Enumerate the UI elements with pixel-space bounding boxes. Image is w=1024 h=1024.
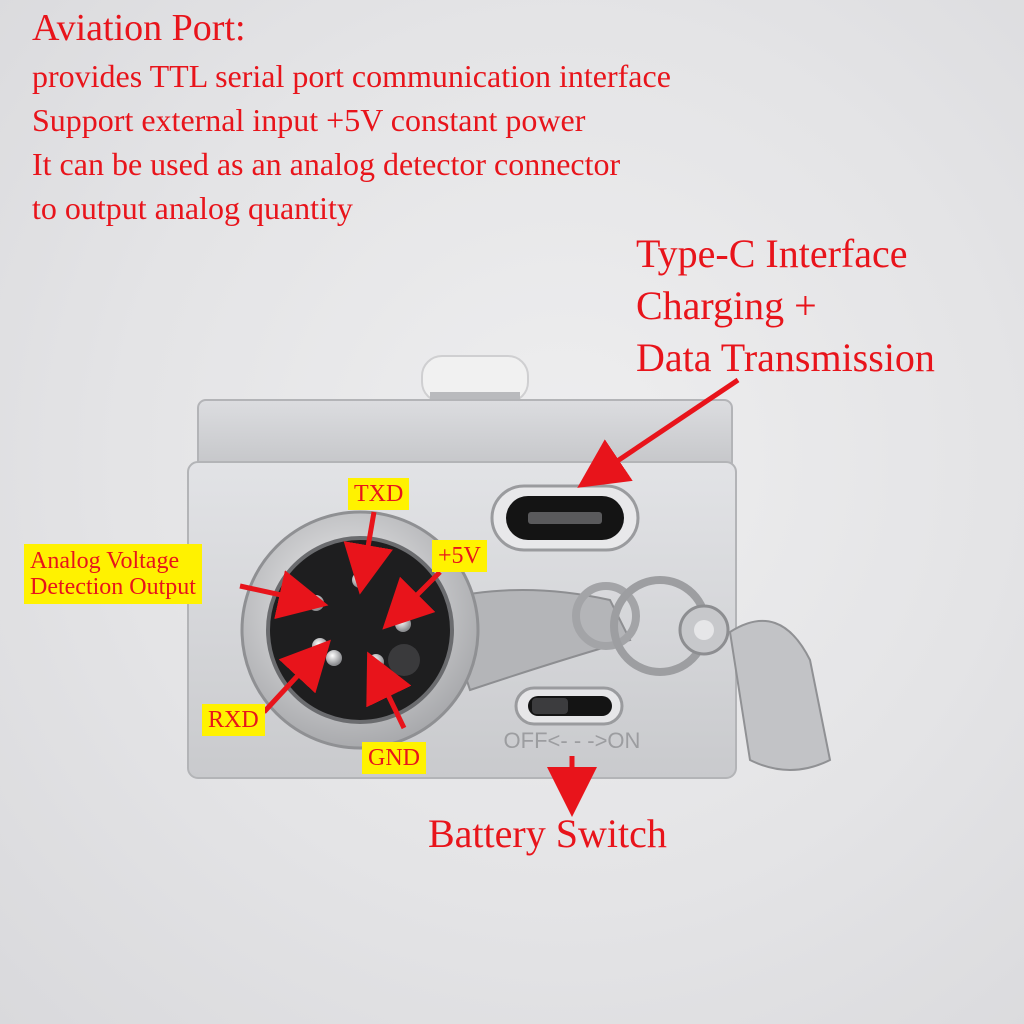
rxd-tag: RXD xyxy=(202,704,265,736)
battery-switch xyxy=(514,686,624,726)
aviation-port-title: Aviation Port: xyxy=(32,7,246,49)
txd-arrow xyxy=(343,511,393,595)
type-c-line-2: Charging + xyxy=(636,283,817,328)
aviation-port-description: provides TTL serial port communication i… xyxy=(32,54,671,230)
type-c-line-3: Data Transmission xyxy=(636,335,935,380)
plus5v-tag: +5V xyxy=(432,540,487,572)
aviation-port-line-1: provides TTL serial port communication i… xyxy=(32,58,671,94)
analog-output-tag: Analog Voltage Detection Output xyxy=(24,544,202,604)
type-c-annotation: Type-C Interface Charging + Data Transmi… xyxy=(636,228,935,384)
analog-tag-line-1: Analog Voltage xyxy=(30,548,180,574)
analog-tag-line-2: Detection Output xyxy=(30,574,196,600)
keychain xyxy=(438,576,832,771)
switch-engraving: OFF<- - ->ON xyxy=(504,728,641,753)
aviation-port-line-3: It can be used as an analog detector con… xyxy=(32,146,621,182)
type-c-arrow xyxy=(577,377,740,488)
annotation-arrows xyxy=(239,377,740,817)
gnd-tag: GND xyxy=(362,742,426,774)
aviation-port-line-4: to output analog quantity xyxy=(32,190,353,226)
battery-switch-label: Battery Switch xyxy=(428,811,667,856)
aviation-port-line-2: Support external input +5V constant powe… xyxy=(32,102,586,138)
type-c-line-1: Type-C Interface xyxy=(636,231,908,276)
rxd-arrow xyxy=(262,639,331,714)
txd-tag: TXD xyxy=(348,478,410,510)
type-c-port xyxy=(490,484,640,552)
gnd-arrow xyxy=(366,651,412,730)
top-button xyxy=(421,355,529,406)
plus5v-arrow xyxy=(382,570,442,630)
analog-arrow xyxy=(239,570,329,620)
